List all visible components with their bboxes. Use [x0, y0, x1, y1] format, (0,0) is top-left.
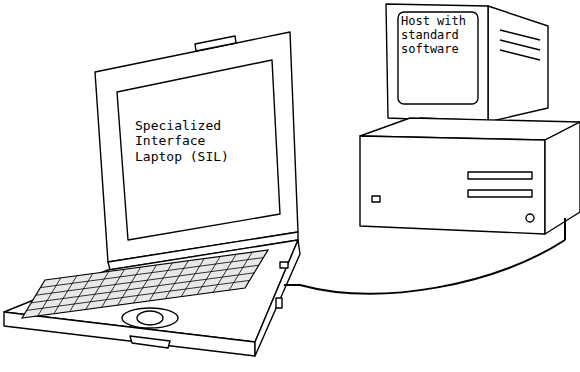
host-node: Host with standard software	[355, 0, 580, 240]
host-computer-drawing	[355, 0, 580, 240]
laptop-drawing	[0, 20, 300, 372]
screen-text: Host with standard software	[401, 14, 475, 56]
laptop-node: Specialized Interface Laptop (SIL)	[0, 20, 300, 372]
screen-text: Specialized Interface Laptop (SIL)	[135, 118, 240, 164]
cable	[300, 240, 565, 294]
